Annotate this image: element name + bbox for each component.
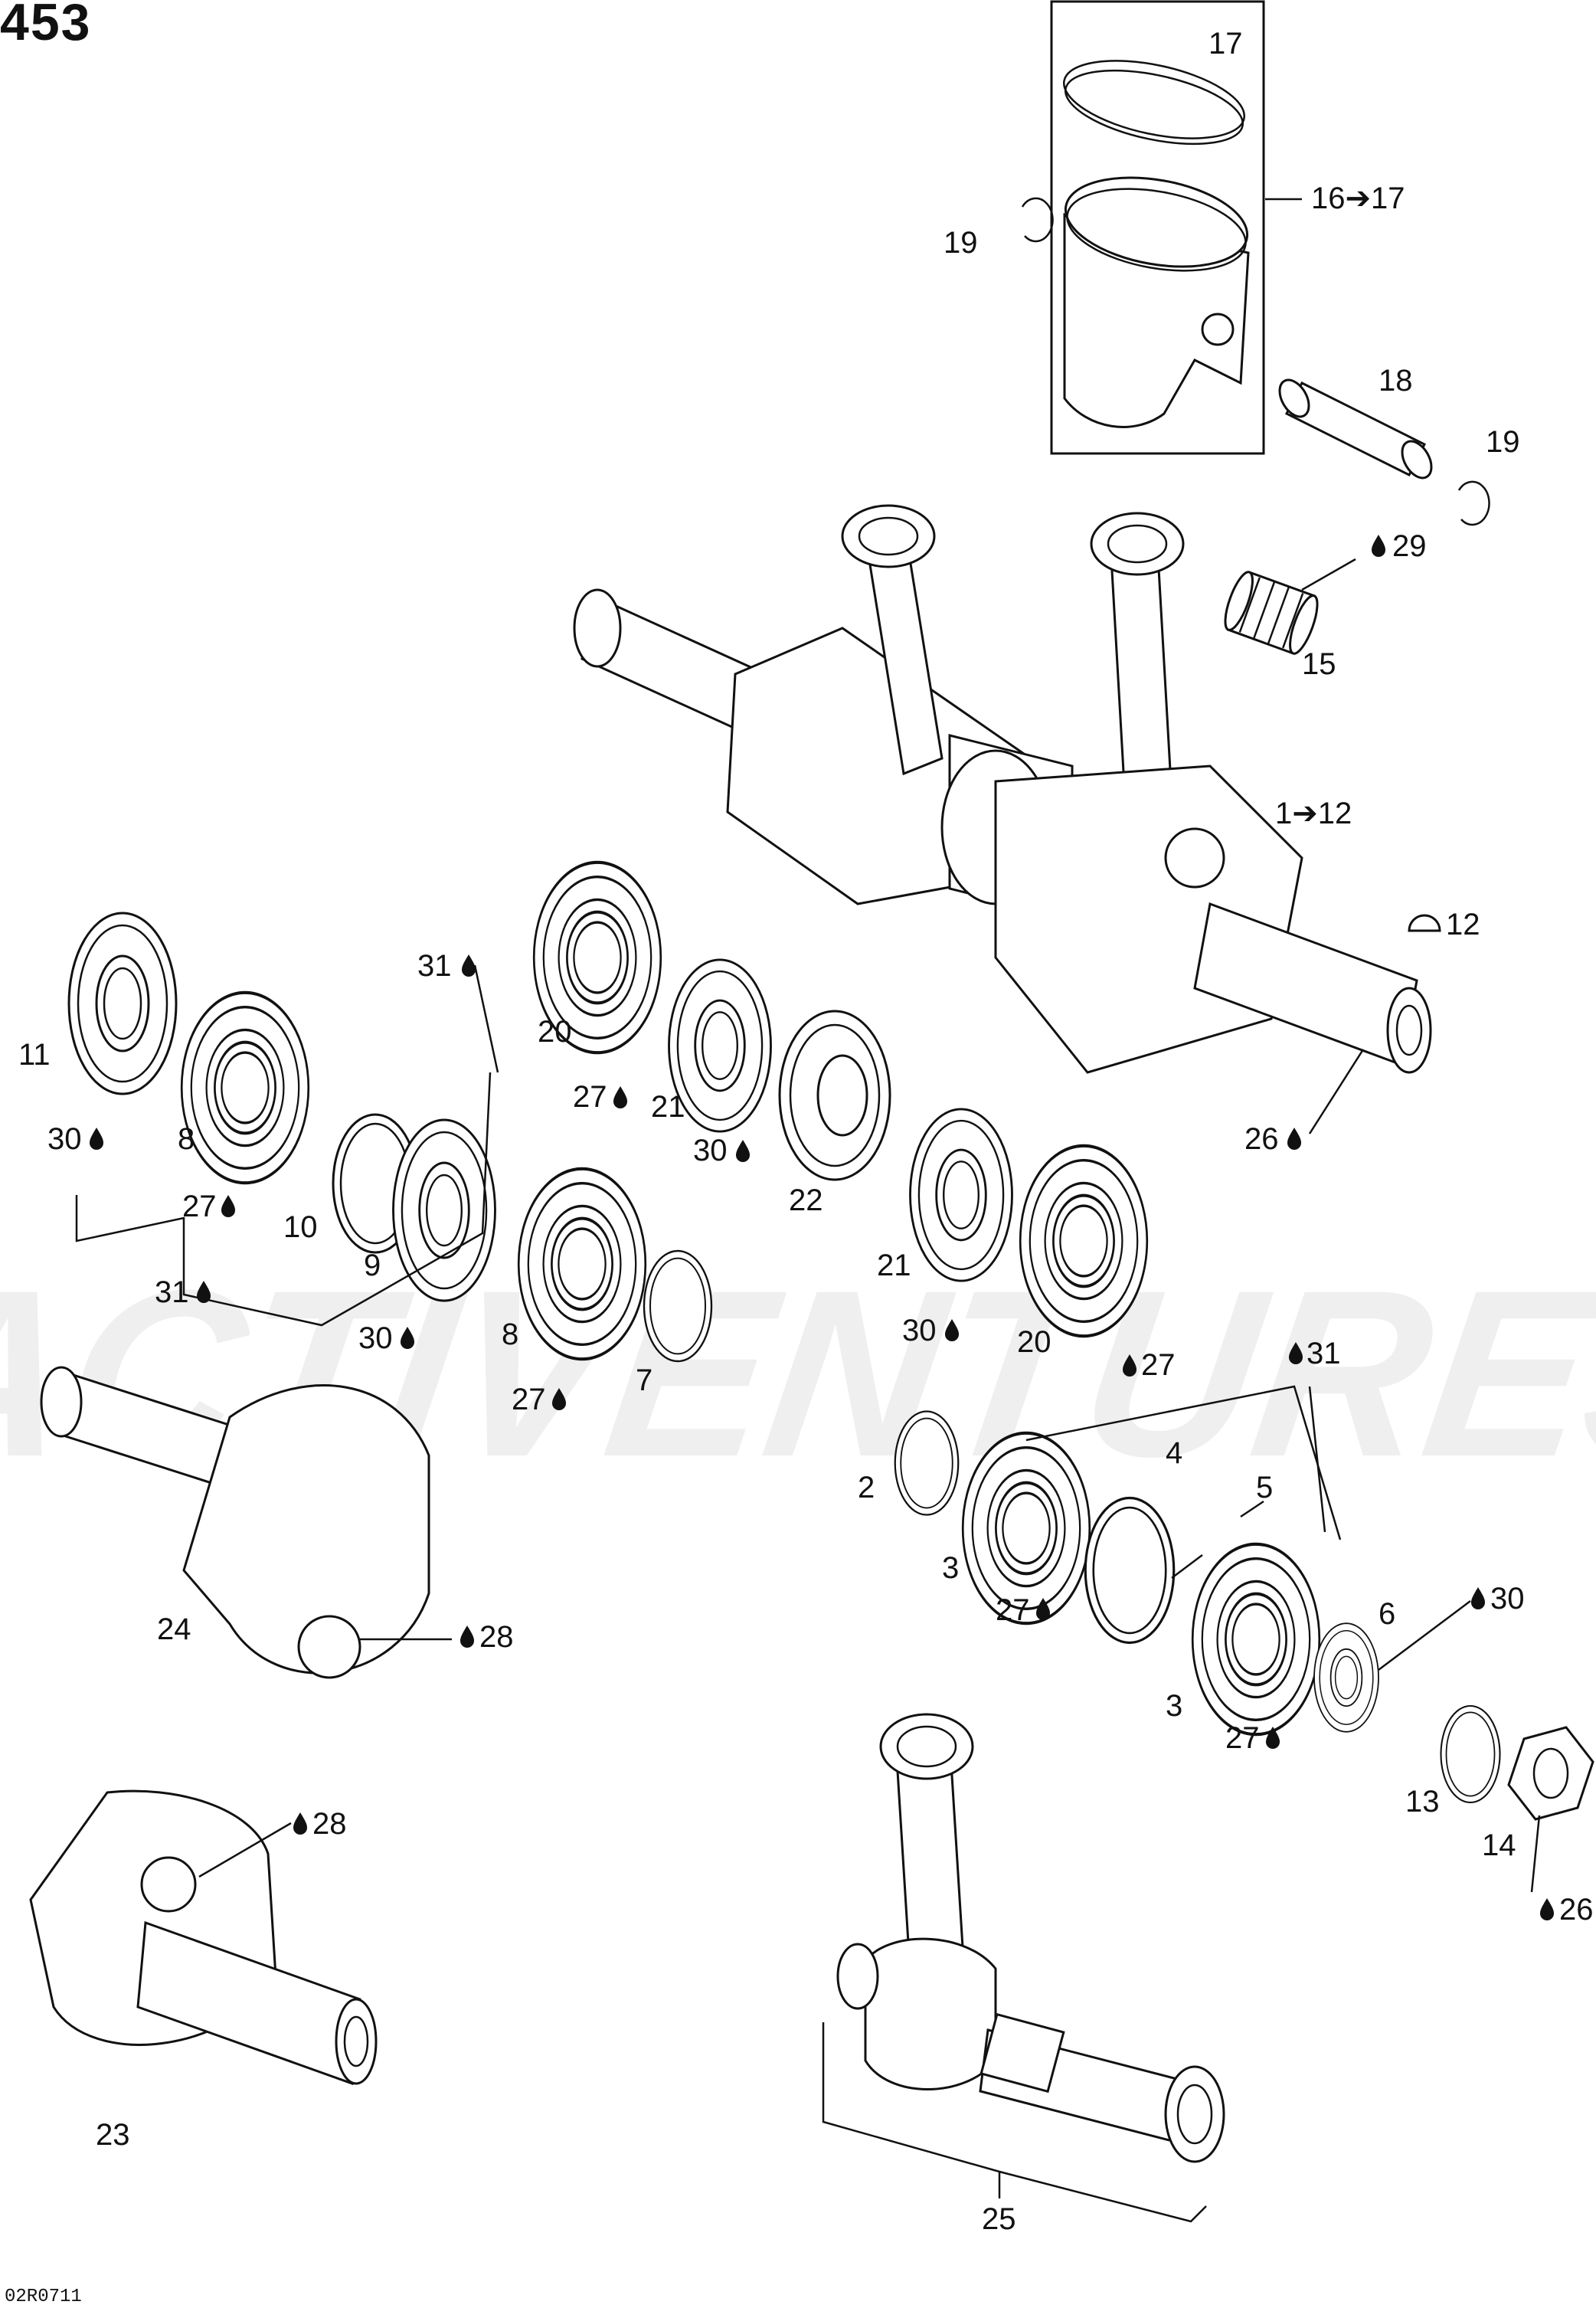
ring-7	[643, 1249, 713, 1363]
label-27: 27	[1225, 1721, 1260, 1755]
drawing-code: 02R0711	[5, 2287, 82, 2307]
label-6: 6	[1379, 1597, 1395, 1631]
label-27: 27	[996, 1593, 1030, 1627]
label-27: 27	[1141, 1348, 1176, 1382]
label-18: 18	[1379, 364, 1413, 398]
drive-gear	[778, 1010, 891, 1181]
label-5: 5	[1256, 1471, 1273, 1504]
page-number: 453	[0, 0, 91, 51]
woodruff-key	[1408, 914, 1441, 932]
piston-clip-right	[1457, 480, 1490, 526]
piston-ring	[1062, 60, 1246, 139]
label-23: 23	[96, 2118, 130, 2152]
label-9: 9	[364, 1249, 381, 1282]
label-24: 24	[157, 1612, 191, 1646]
piston-pin	[1278, 378, 1433, 480]
label-27: 27	[512, 1383, 546, 1416]
bearing-20-lower	[1020, 1146, 1147, 1336]
bearing-8-right	[518, 1169, 646, 1359]
label-21: 21	[651, 1090, 685, 1124]
label-3: 3	[942, 1551, 959, 1585]
seal-9	[392, 1118, 496, 1302]
label-20: 20	[538, 1015, 572, 1049]
label-30: 30	[358, 1321, 393, 1355]
crankshaft-half-mag	[29, 1789, 378, 2086]
bearing-8-left	[182, 993, 309, 1183]
label-28: 28	[312, 1807, 347, 1841]
label-3: 3	[1166, 1689, 1182, 1723]
label-31: 31	[1307, 1337, 1341, 1370]
label-20: 20	[1017, 1325, 1051, 1359]
label-29: 29	[1392, 529, 1427, 563]
label-26: 26	[1559, 1893, 1594, 1927]
label-19: 19	[944, 226, 978, 260]
crankshaft-assembly	[573, 504, 1432, 1074]
label-30: 30	[47, 1122, 82, 1156]
ring-4	[1084, 1496, 1176, 1645]
label-11: 11	[18, 1038, 51, 1072]
label-8: 8	[178, 1122, 195, 1156]
needle-bearing	[1224, 571, 1319, 655]
part-labels: 17 16➔17 19 18 19 29 15 1➔12 12 26 11 30…	[18, 27, 1594, 2236]
label-27: 27	[182, 1190, 217, 1223]
crankshaft-half-pto	[40, 1366, 430, 1679]
connecting-rod-kit	[836, 1713, 1225, 2163]
piston-clip-left	[1021, 197, 1054, 243]
oil-seal-11	[67, 912, 178, 1095]
seal-21-lower	[909, 1108, 1013, 1282]
label-21: 21	[877, 1249, 911, 1282]
label-31: 31	[417, 949, 452, 983]
group-bracket-31	[1025, 1385, 1342, 1540]
label-12: 12	[1446, 908, 1480, 941]
label-19: 19	[1486, 425, 1520, 459]
label-26: 26	[1244, 1122, 1279, 1156]
label-4: 4	[1166, 1436, 1182, 1470]
seal-6	[1313, 1622, 1379, 1733]
label-28: 28	[479, 1620, 514, 1654]
group-bracket-left	[75, 1072, 492, 1327]
label-25: 25	[982, 2202, 1016, 2236]
ring-2	[894, 1410, 960, 1516]
label-27: 27	[573, 1080, 607, 1114]
label-8: 8	[502, 1318, 518, 1351]
nut	[1507, 1726, 1594, 1821]
label-30: 30	[1490, 1582, 1525, 1616]
label-2: 2	[858, 1471, 875, 1504]
label-1-12: 1➔12	[1275, 797, 1352, 830]
label-14: 14	[1482, 1828, 1516, 1862]
label-17: 17	[1208, 27, 1243, 61]
lock-washer	[1440, 1704, 1501, 1804]
label-13: 13	[1405, 1785, 1440, 1819]
label-16-17: 16➔17	[1311, 182, 1405, 215]
label-31: 31	[155, 1275, 189, 1309]
label-30: 30	[902, 1314, 937, 1347]
piston	[1063, 176, 1250, 428]
label-30: 30	[693, 1134, 728, 1167]
label-7: 7	[636, 1364, 652, 1397]
label-10: 10	[283, 1210, 318, 1244]
bearing-3-lower	[1192, 1544, 1320, 1734]
label-22: 22	[789, 1183, 823, 1217]
label-15: 15	[1302, 647, 1336, 681]
